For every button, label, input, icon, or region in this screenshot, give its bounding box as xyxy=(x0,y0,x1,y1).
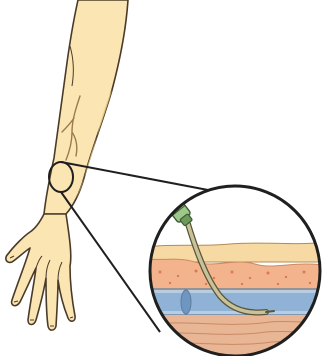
skin-cross-section-inset xyxy=(140,183,322,356)
zoom-line-lower xyxy=(61,192,160,332)
catheter-needle-tip xyxy=(266,311,274,312)
hand-shape xyxy=(6,214,75,330)
vessel-opening xyxy=(181,290,191,314)
forearm-shape xyxy=(44,0,128,214)
